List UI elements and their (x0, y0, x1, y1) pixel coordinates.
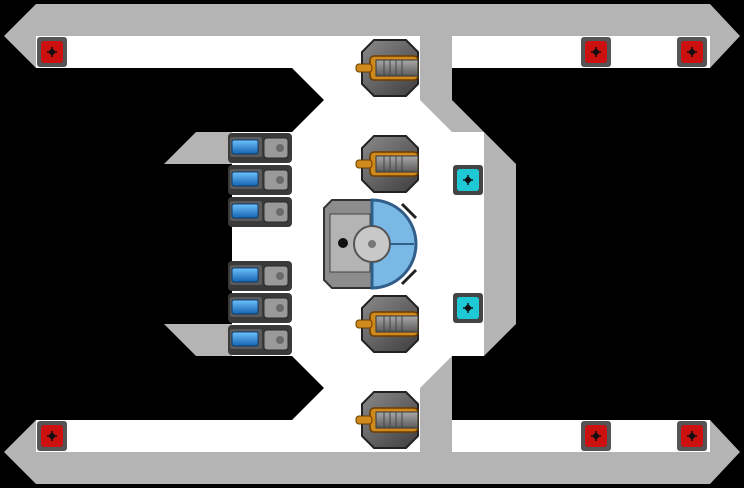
hull-stub-upper (164, 132, 232, 164)
red-light-light-sw[interactable] (37, 421, 67, 451)
turret-barrel (375, 411, 419, 429)
turret-barrel (375, 59, 419, 77)
light-cross (591, 47, 601, 57)
turrets-layer (355, 39, 419, 449)
battery-1[interactable] (228, 133, 292, 163)
turret-2[interactable] (355, 135, 419, 193)
light-cross (687, 47, 697, 57)
battery-terminal (276, 336, 284, 344)
floor-top-corridor-left (36, 36, 420, 68)
battery-6[interactable] (228, 325, 292, 355)
turret-4[interactable] (355, 391, 419, 449)
turret-muzzle (355, 415, 373, 425)
light-cross (591, 431, 601, 441)
light-cross (687, 431, 697, 441)
battery-4[interactable] (228, 261, 292, 291)
core-edge-top (400, 202, 418, 220)
turret-muzzle (355, 63, 373, 73)
turret-3[interactable] (355, 295, 419, 353)
battery-cell (231, 299, 259, 315)
battery-terminal (276, 304, 284, 312)
turret-vents (383, 316, 403, 332)
battery-cell (231, 139, 259, 155)
turret-vents (383, 60, 403, 76)
lights-layer (37, 37, 707, 451)
battery-terminal (276, 176, 284, 184)
battery-2[interactable] (228, 165, 292, 195)
battery-cell (231, 203, 259, 219)
cyan-light-signal-lower[interactable] (453, 293, 483, 323)
battery-3[interactable] (228, 197, 292, 227)
red-light-light-se-2[interactable] (677, 421, 707, 451)
light-cross (47, 431, 57, 441)
light-cross (463, 175, 473, 185)
battery-cell (231, 171, 259, 187)
red-light-light-se-1[interactable] (581, 421, 611, 451)
red-light-light-ne-2[interactable] (677, 37, 707, 67)
turret-vents (383, 156, 403, 172)
turret-barrel (375, 315, 419, 333)
battery-5[interactable] (228, 293, 292, 323)
turret-vents (383, 412, 403, 428)
red-light-light-nw[interactable] (37, 37, 67, 67)
battery-terminal (276, 144, 284, 152)
turret-barrel (375, 155, 419, 173)
turret-muzzle (355, 319, 373, 329)
core-port (338, 238, 348, 248)
turret-muzzle (355, 159, 373, 169)
reactor-core[interactable] (323, 198, 418, 290)
battery-cell (231, 331, 259, 347)
battery-cell (231, 267, 259, 283)
light-cross (463, 303, 473, 313)
core-center (368, 240, 376, 248)
floor-bottom-corridor-left (36, 420, 420, 452)
battery-terminal (276, 272, 284, 280)
floor-right-bay (420, 100, 484, 388)
batteries-layer (228, 133, 292, 355)
light-cross (47, 47, 57, 57)
core-edge-bottom (400, 268, 418, 286)
turret-1[interactable] (355, 39, 419, 97)
hull-stub-lower (164, 324, 232, 356)
battery-terminal (276, 208, 284, 216)
red-light-light-ne-1[interactable] (581, 37, 611, 67)
cyan-light-signal-upper[interactable] (453, 165, 483, 195)
